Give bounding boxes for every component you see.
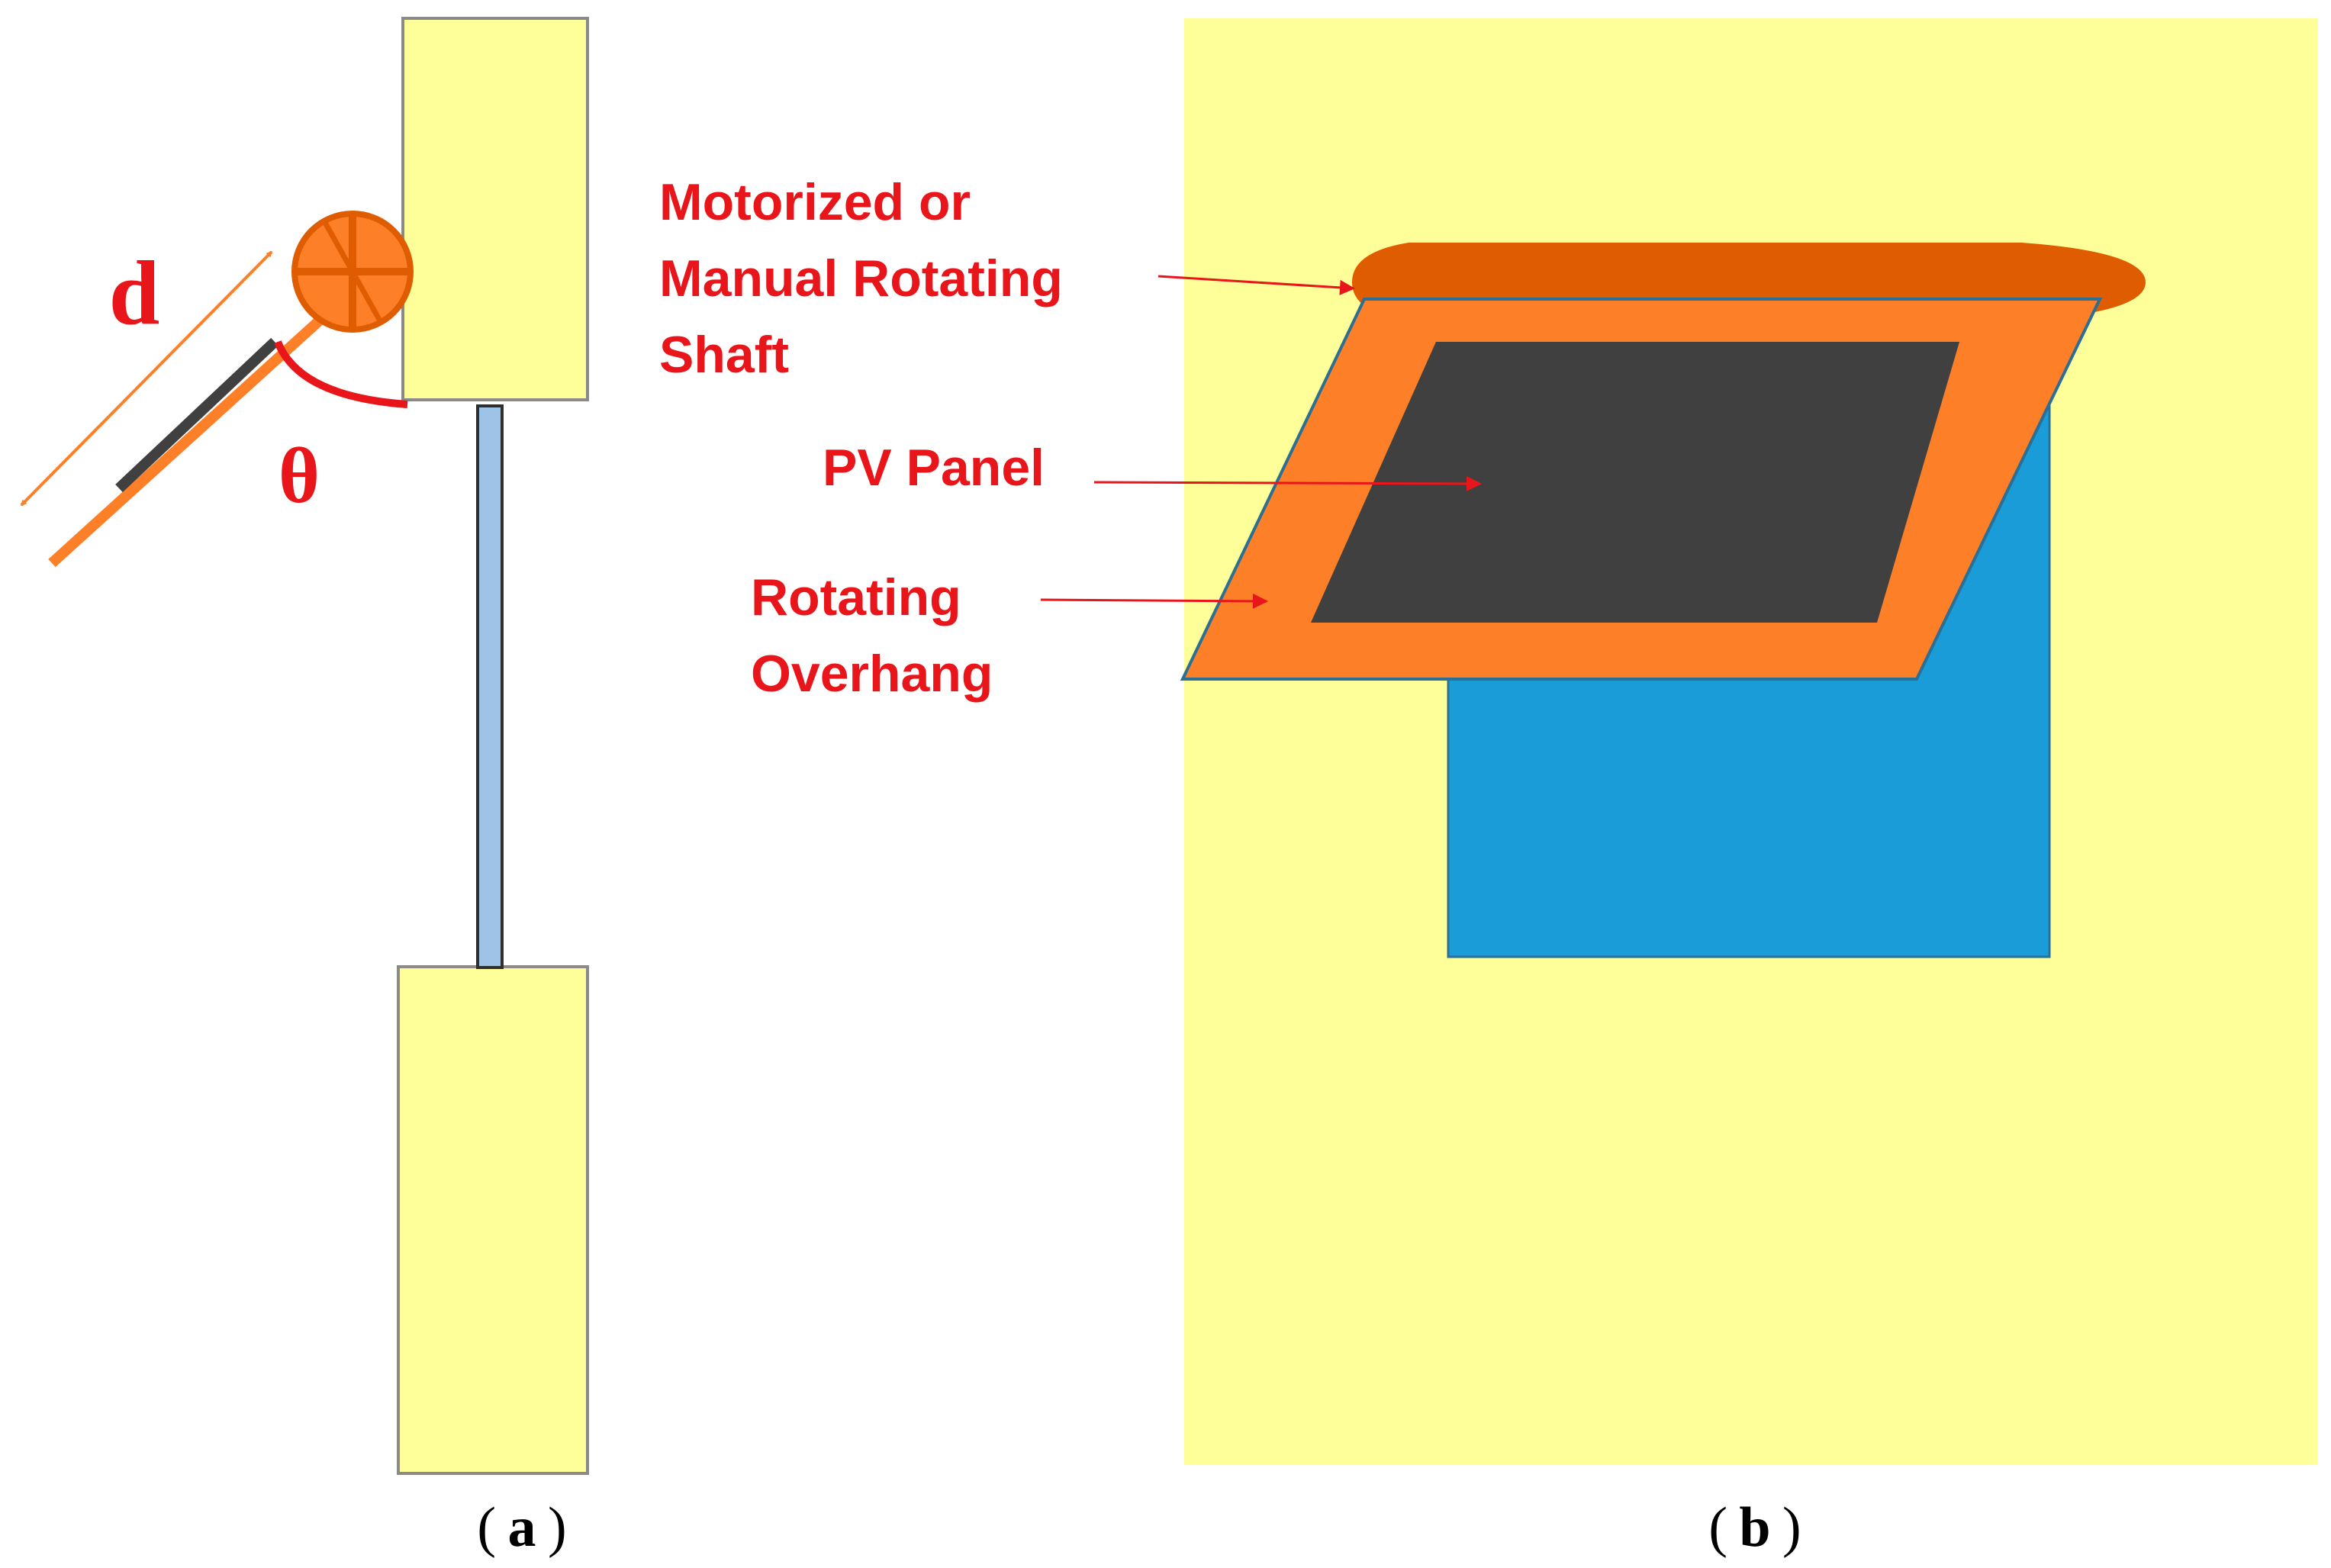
svg-text:Motorized or: Motorized or [659,173,971,231]
panel-b-front-view: Motorized or Manual Rotating Shaft PV Pa… [659,18,2318,1465]
pv-panel-pointer-arrow [1093,475,1482,491]
window-glass-section [476,404,504,969]
svg-text:Shaft: Shaft [659,326,789,384]
pv-panel-side [115,337,278,493]
svg-text:b: b [1739,1496,1770,1559]
svg-text:): ) [548,1496,567,1559]
shaft-pointer-arrow [1157,275,1355,295]
upper-wall-block [401,17,589,401]
lower-wall-block [397,965,589,1475]
svg-text:Rotating: Rotating [751,568,961,626]
angle-arc [274,340,408,408]
angle-symbol: θ [278,432,320,520]
distance-symbol: d [109,242,160,343]
svg-text:(: ( [477,1496,496,1559]
pv-panel-label: PV Panel [823,439,1045,497]
svg-text:): ) [1782,1496,1801,1559]
caption-b: ( b ) [1708,1496,1801,1559]
overhang-pointer-arrow [1040,593,1268,609]
caption-a: ( a ) [477,1496,566,1559]
svg-text:(: ( [1708,1496,1727,1559]
svg-text:a: a [508,1496,536,1559]
panel-a-side-view: d θ [20,17,589,1475]
rotating-shaft-icon [291,211,414,333]
shaft-label: Motorized or Manual Rotating Shaft [659,173,1063,384]
svg-text:Overhang: Overhang [751,645,993,703]
svg-text:Manual Rotating: Manual Rotating [659,250,1063,307]
pv-panel [1311,342,1959,623]
distance-dimension-arrow [20,250,273,507]
overhang-label: Rotating Overhang [751,568,993,703]
